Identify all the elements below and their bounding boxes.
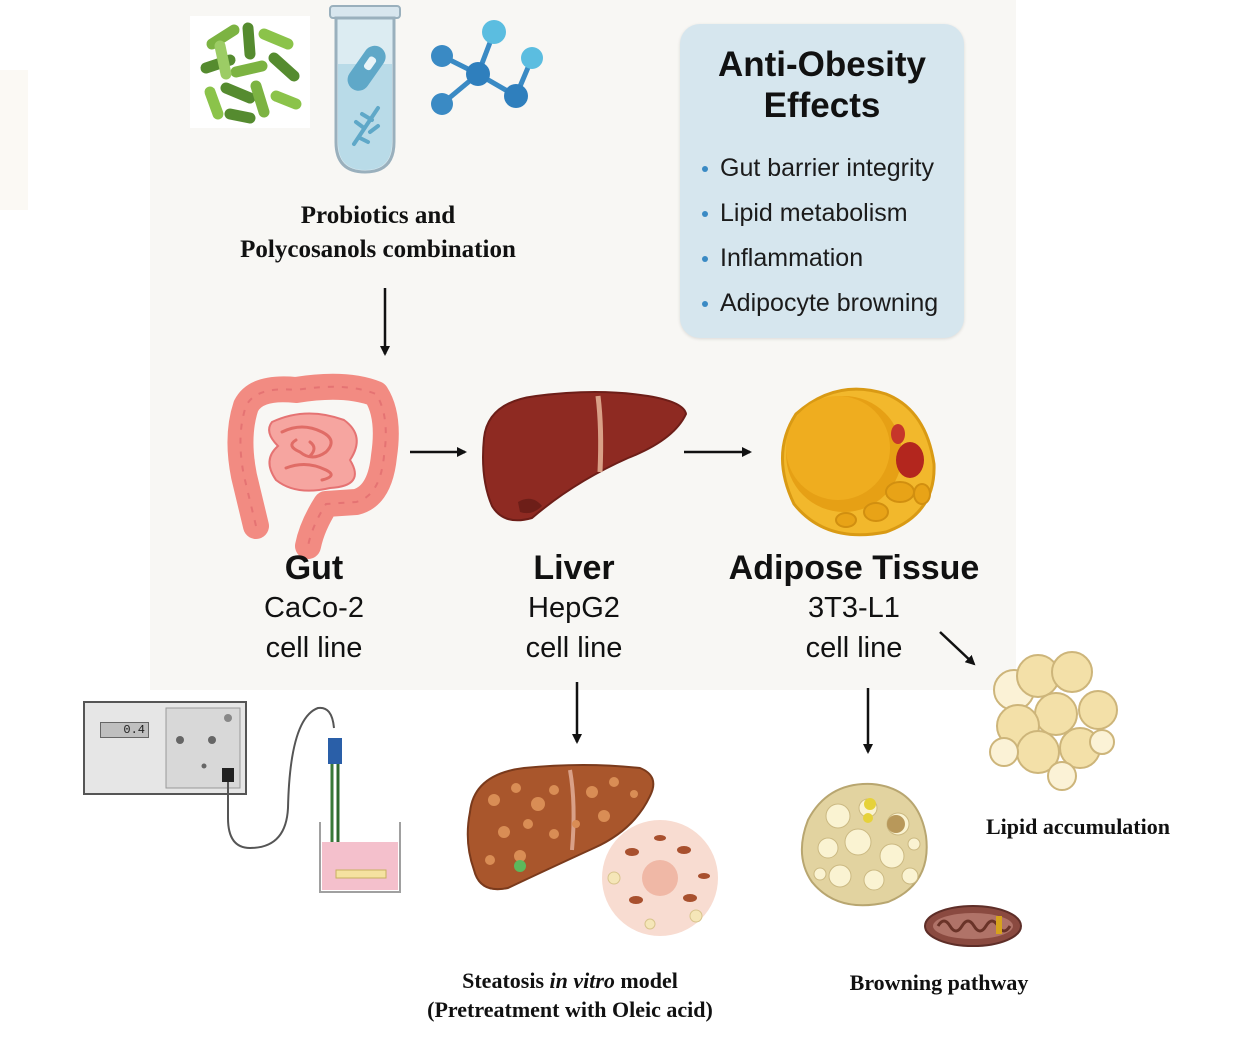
effects-title-line-2: Effects bbox=[763, 86, 881, 125]
fat-cluster-icon bbox=[989, 651, 1118, 791]
steatosis-label-line-1: Steatosis in vitro model bbox=[390, 966, 750, 995]
molecule-icon bbox=[431, 20, 543, 115]
steatosis-text: Steatosis bbox=[462, 968, 545, 993]
fatty-liver-icon bbox=[466, 764, 718, 936]
browning-label: Browning pathway bbox=[849, 970, 1029, 995]
effects-title-line-1: Anti-Obesity bbox=[717, 45, 927, 84]
meter-reading: 0.4 bbox=[100, 722, 149, 738]
mitochondrion-icon bbox=[924, 905, 1022, 947]
organ-gut: Gut CaCo-2 cell line bbox=[164, 548, 464, 668]
background-edge bbox=[0, 70, 28, 210]
effects-list: Gut barrier integrity Lipid metabolism I… bbox=[702, 146, 938, 326]
liver-icon bbox=[482, 391, 688, 522]
organ-adipose-name: Adipose Tissue bbox=[728, 549, 980, 587]
organ-liver-name: Liver bbox=[533, 549, 615, 587]
steatosis-italic-text: in vitro bbox=[549, 968, 615, 993]
organ-adipose: Adipose Tissue 3T3-L1 cell line bbox=[704, 548, 1004, 668]
combination-label-line-2: Polycosanols combination bbox=[240, 236, 516, 263]
effect-item-inflammation: Inflammation bbox=[702, 236, 938, 281]
anti-obesity-effects-box: Anti-Obesity Effects Gut barrier integri… bbox=[680, 24, 964, 338]
organ-liver: Liver HepG2 cell line bbox=[424, 548, 724, 668]
effect-item-adipocyte-browning: Adipocyte browning bbox=[702, 281, 938, 326]
effects-title: Anti-Obesity Effects bbox=[680, 44, 964, 126]
organ-gut-name: Gut bbox=[284, 549, 344, 587]
intestine-icon bbox=[227, 373, 399, 559]
organ-gut-suffix: cell line bbox=[265, 632, 363, 664]
lipid-label: Lipid accumulation bbox=[986, 814, 1170, 839]
organ-gut-cell: CaCo-2 bbox=[264, 592, 364, 624]
effect-item-gut-barrier: Gut barrier integrity bbox=[702, 146, 938, 191]
effect-item-lipid-metabolism: Lipid metabolism bbox=[702, 191, 938, 236]
organ-liver-suffix: cell line bbox=[525, 632, 623, 664]
combination-label: Probiotics and Polycosanols combination bbox=[200, 199, 556, 267]
adipocyte-icon bbox=[781, 387, 936, 537]
steatosis-label: Steatosis in vitro model (Pretreatment w… bbox=[390, 966, 750, 1024]
bacteria-icon bbox=[190, 16, 310, 128]
organ-liver-cell: HepG2 bbox=[528, 592, 620, 624]
combination-label-line-1: Probiotics and bbox=[300, 202, 456, 229]
steatosis-model-text: model bbox=[620, 968, 678, 993]
test-tube-icon bbox=[329, 5, 401, 174]
teer-meter-icon bbox=[83, 701, 401, 893]
steatosis-label-line-2: (Pretreatment with Oleic acid) bbox=[427, 997, 713, 1022]
brown-adipocyte-icon bbox=[800, 782, 928, 907]
organ-adipose-cell: 3T3-L1 bbox=[808, 592, 900, 624]
organ-adipose-suffix: cell line bbox=[805, 632, 903, 664]
arrow-adipose-to-lipid bbox=[939, 631, 976, 666]
